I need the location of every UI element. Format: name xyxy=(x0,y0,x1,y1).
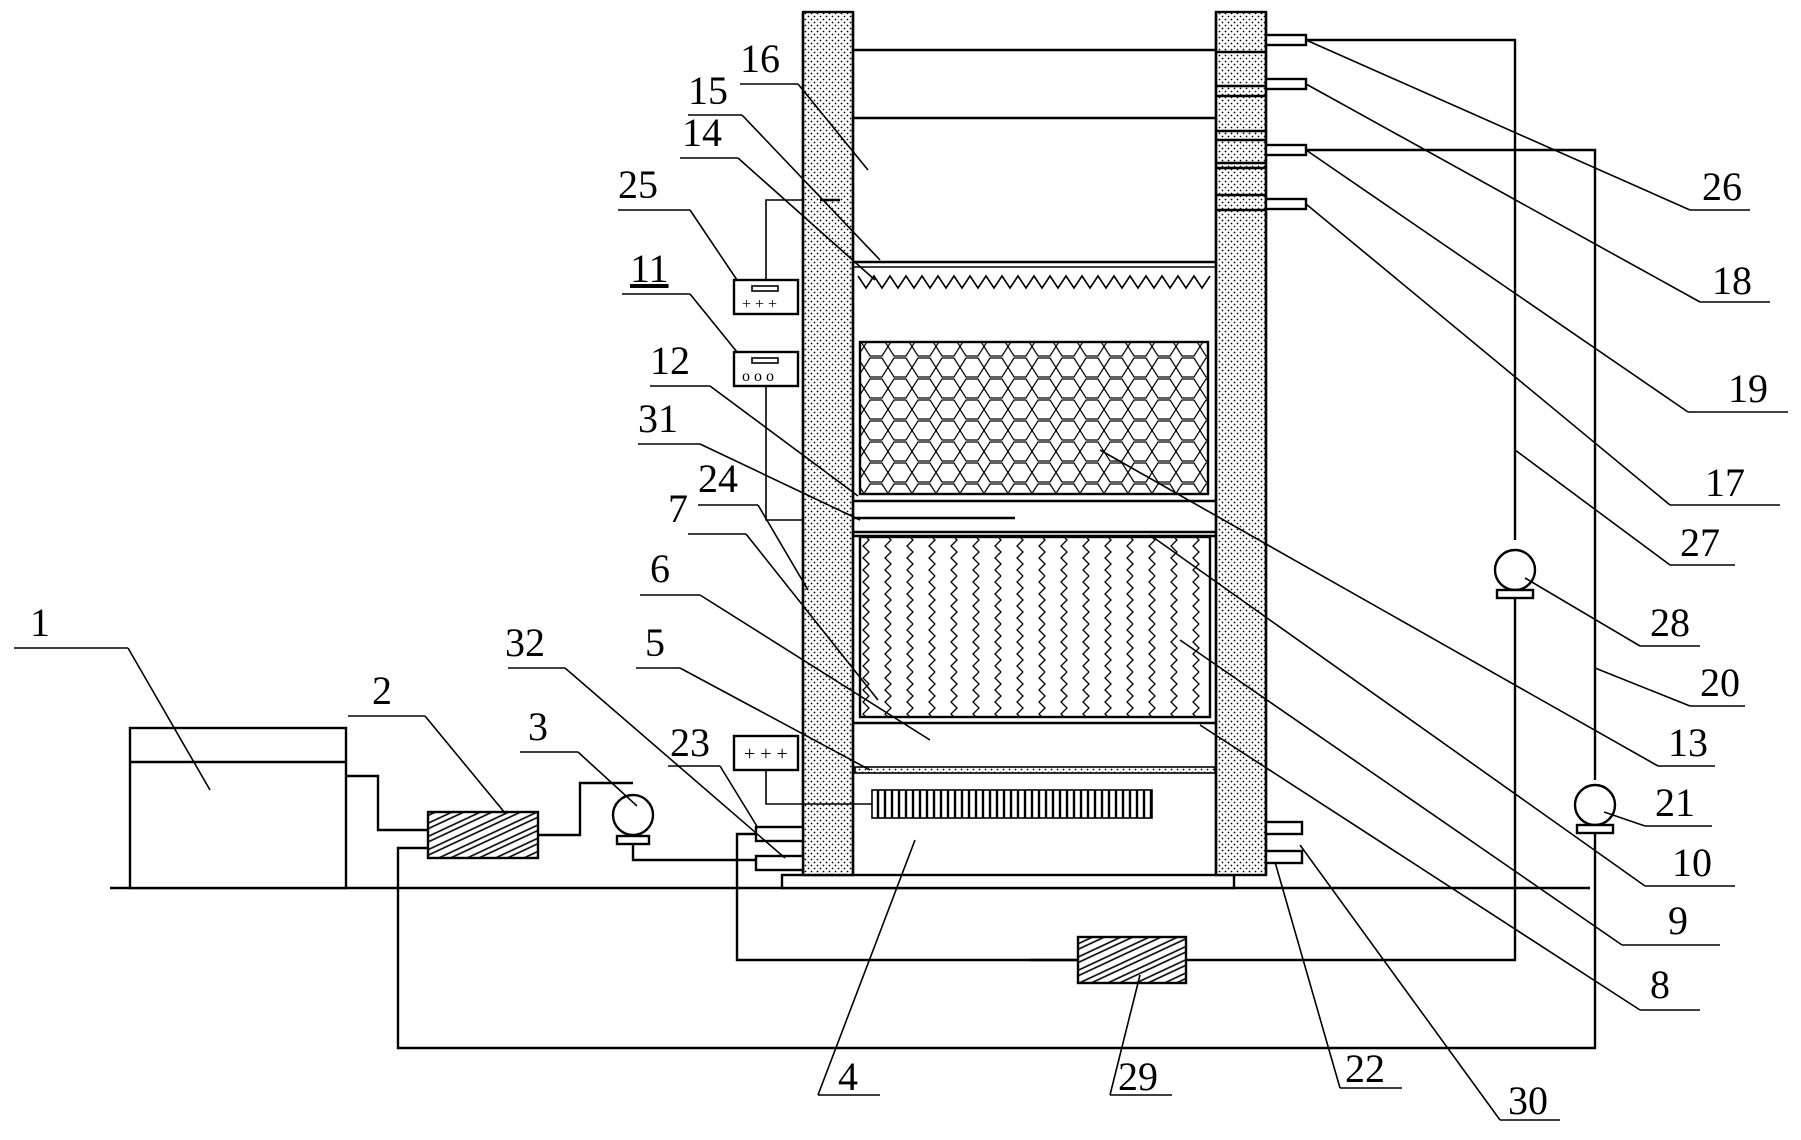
label-25: 25 xyxy=(618,162,658,207)
label-12: 12 xyxy=(650,338,690,383)
svg-text:+ + +: + + + xyxy=(744,743,788,765)
label-17: 17 xyxy=(1705,460,1745,505)
pump-inlet-pipe xyxy=(538,781,633,837)
support-screen xyxy=(854,766,1216,774)
label-22: 22 xyxy=(1345,1046,1385,1091)
label-9: 9 xyxy=(1668,898,1688,943)
label-19: 19 xyxy=(1728,366,1768,411)
label-21: 21 xyxy=(1655,780,1695,825)
label-26: 26 xyxy=(1702,164,1742,209)
left-insulated-wall xyxy=(801,10,855,877)
aeration-diffuser xyxy=(871,789,1153,819)
zigzag-packing-module xyxy=(858,535,1212,719)
label-23: 23 xyxy=(670,720,710,765)
feed-pipe xyxy=(346,774,428,832)
label-18: 18 xyxy=(1712,258,1752,303)
svg-text:o o o: o o o xyxy=(742,368,774,385)
controller-25: + + + xyxy=(732,198,840,316)
label-20: 20 xyxy=(1700,660,1740,705)
label-5: 5 xyxy=(645,620,665,665)
hexagon-packing-module xyxy=(858,340,1210,496)
label-29: 29 xyxy=(1118,1054,1158,1099)
inlet-pipes xyxy=(754,825,805,872)
label-6: 6 xyxy=(650,546,670,591)
controller-11: o o o xyxy=(732,350,803,521)
label-14: 14 xyxy=(682,110,722,155)
label-28: 28 xyxy=(1650,600,1690,645)
label-13: 13 xyxy=(1668,720,1708,765)
feed-pump xyxy=(611,793,655,846)
recirculation-line-27 xyxy=(1030,38,1537,962)
label-27: 27 xyxy=(1680,520,1720,565)
right-outlet-pipes xyxy=(1264,33,1308,865)
aeration-controller: + + + xyxy=(732,734,872,805)
sawtooth-weir xyxy=(853,260,1216,290)
feed-tank xyxy=(128,726,348,890)
label-10: 10 xyxy=(1672,840,1712,885)
base-plate xyxy=(780,873,1236,890)
svg-text:+ + +: + + + xyxy=(742,296,777,313)
separator-plates xyxy=(853,499,1216,538)
label-11: 11 xyxy=(630,246,669,291)
flow-meter-29 xyxy=(1076,935,1188,985)
label-32: 32 xyxy=(505,620,545,665)
label-16: 16 xyxy=(740,36,780,81)
label-15: 15 xyxy=(688,68,728,113)
leader-lines xyxy=(14,39,1788,1121)
label-1: 1 xyxy=(30,600,50,645)
recirculation-line-20 xyxy=(396,148,1617,1050)
label-7: 7 xyxy=(668,486,688,531)
label-8: 8 xyxy=(1650,962,1670,1007)
right-wall-port-sections xyxy=(1216,50,1266,212)
part-labels: 1 2 3 32 23 5 6 7 24 31 12 11 25 14 15 1… xyxy=(30,36,1768,1123)
label-31: 31 xyxy=(638,396,678,441)
label-30: 30 xyxy=(1508,1078,1548,1123)
label-24: 24 xyxy=(698,456,738,501)
right-insulated-wall xyxy=(1214,10,1268,877)
label-3: 3 xyxy=(528,704,548,749)
pump-outlet-pipe xyxy=(631,844,758,862)
label-4: 4 xyxy=(838,1054,858,1099)
return-pipe xyxy=(735,832,1078,962)
flow-meter-2 xyxy=(426,810,540,860)
label-2: 2 xyxy=(372,668,392,713)
